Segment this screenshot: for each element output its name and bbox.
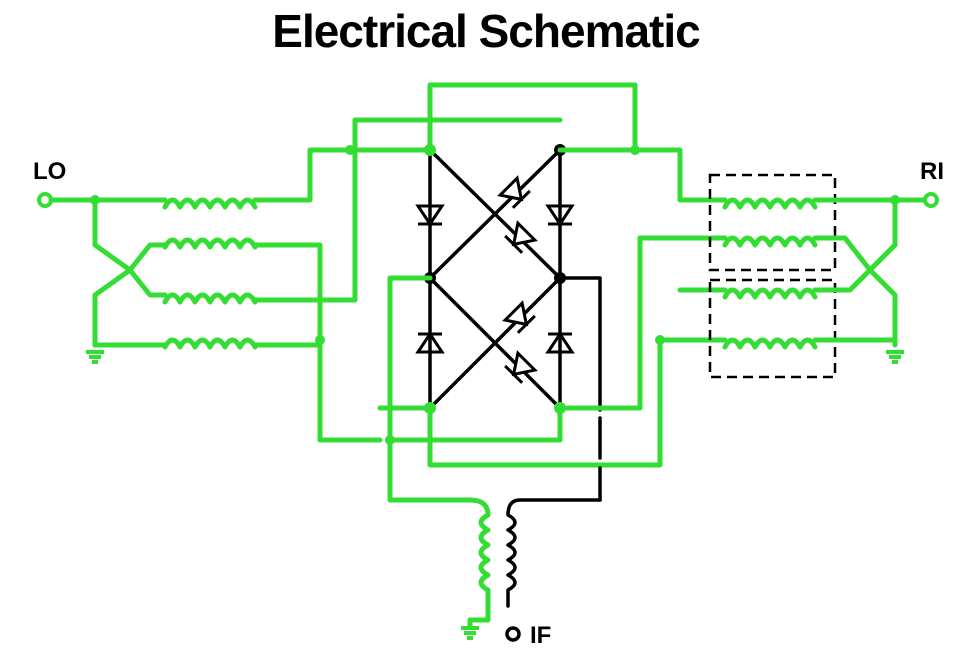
rf-port-terminal[interactable]: [923, 192, 939, 208]
if-ground-icon: [459, 626, 481, 640]
rf-ground-icon: [884, 350, 906, 364]
if-port-label: IF: [530, 622, 552, 649]
diode-ring: [377, 82, 663, 503]
if-transformer: [385, 435, 602, 642]
rf-balun: [557, 117, 939, 379]
lo-balun: [37, 117, 563, 443]
rf-transformer-top: [708, 173, 837, 272]
rf-port-label: RI: [920, 158, 944, 185]
lo-ground-icon: [84, 350, 106, 364]
page-title: Electrical Schematic: [272, 5, 700, 57]
if-port-terminal[interactable]: [505, 626, 521, 642]
lo-port-label: LO: [33, 158, 67, 185]
